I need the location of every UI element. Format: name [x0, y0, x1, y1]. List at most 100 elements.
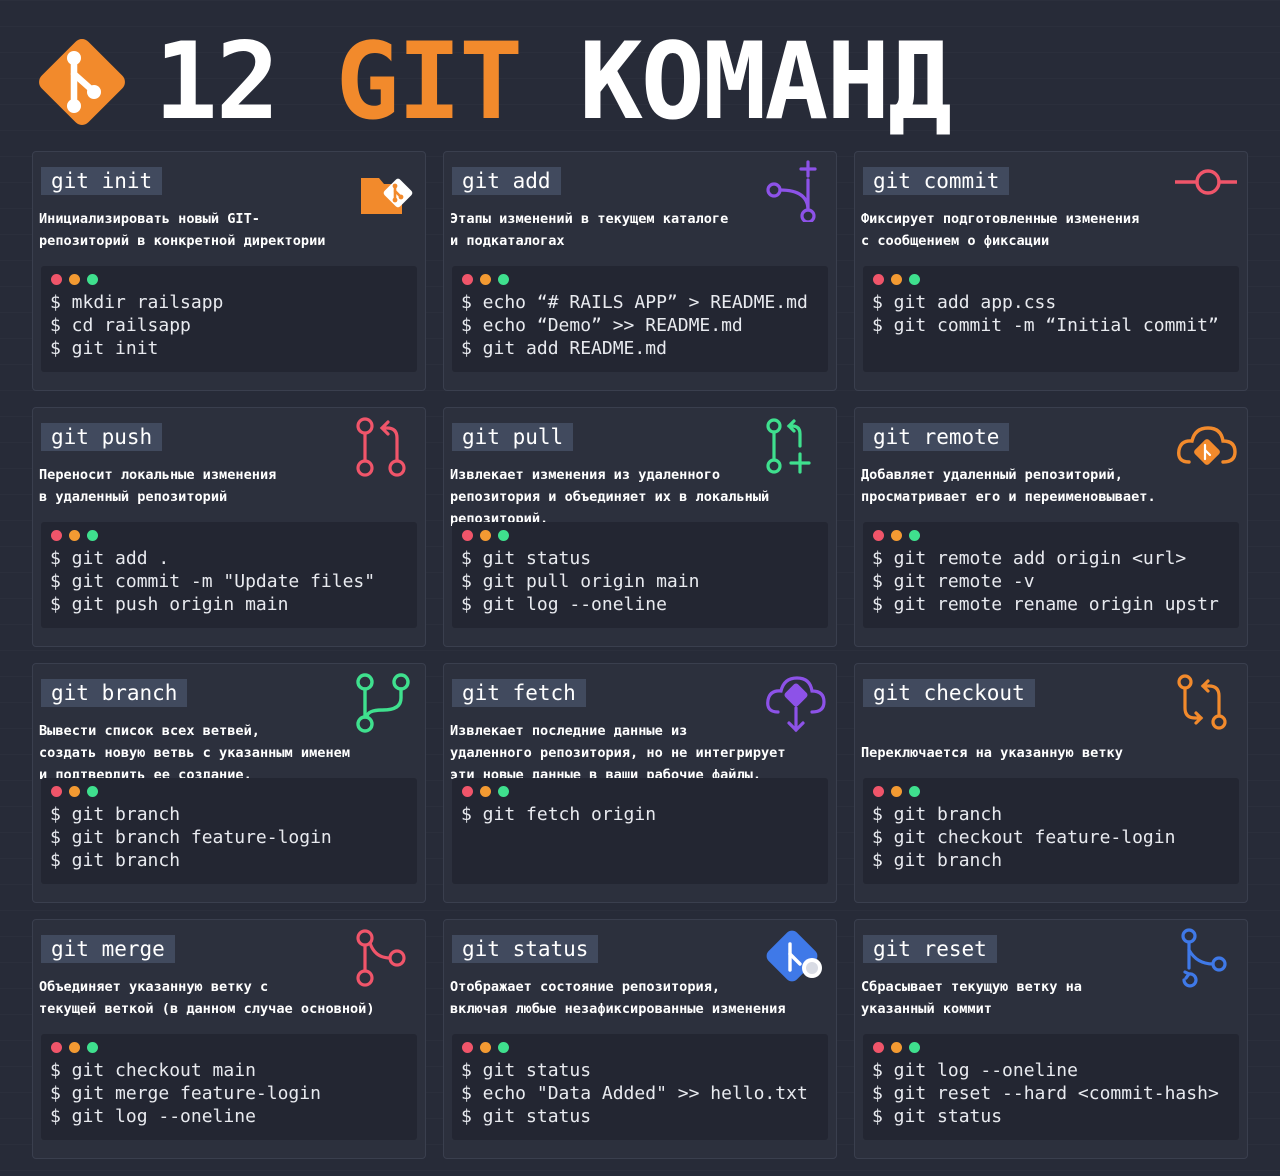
window-controls — [873, 274, 920, 286]
maximize-dot-icon — [498, 274, 509, 285]
command-label: git init — [41, 167, 163, 195]
command-label: git push — [41, 423, 163, 451]
maximize-dot-icon — [498, 530, 509, 541]
terminal-line: $ echo “# RAILS APP” > README.md — [461, 292, 808, 313]
terminal-line: $ git branch — [50, 804, 181, 825]
window-controls — [51, 530, 98, 542]
maximize-dot-icon — [909, 530, 920, 541]
close-dot-icon — [462, 786, 473, 797]
description-line: репозиторий в конкретной директории — [39, 233, 326, 249]
minimize-dot-icon — [69, 274, 80, 285]
terminal-line: $ git checkout main — [50, 1060, 256, 1081]
terminal-line: $ git branch — [872, 850, 1003, 871]
command-description: Добавляет удаленный репозиторий,просматр… — [861, 464, 1241, 508]
commit-icon — [1175, 160, 1237, 222]
terminal-window: $ git fetch origin — [452, 778, 828, 884]
terminal-line: $ git push origin main — [50, 594, 289, 615]
terminal-window: $ git log --oneline$ git reset --hard <c… — [863, 1034, 1239, 1140]
terminal-line: $ git log --oneline — [461, 594, 667, 615]
terminal-window: $ git status$ echo "Data Added" >> hello… — [452, 1034, 828, 1140]
description-line: Извлекает последние данные из — [450, 723, 688, 739]
minimize-dot-icon — [891, 530, 902, 541]
command-label: git status — [452, 935, 599, 963]
minimize-dot-icon — [891, 274, 902, 285]
terminal-line: $ git add README.md — [461, 338, 667, 359]
close-dot-icon — [462, 1042, 473, 1053]
description-line: с сообщением о фиксации — [861, 233, 1050, 249]
minimize-dot-icon — [891, 786, 902, 797]
minimize-dot-icon — [480, 530, 491, 541]
window-controls — [873, 1042, 920, 1054]
description-line: Этапы изменений в текущем каталоге — [450, 211, 729, 227]
title-git: GIT — [335, 20, 523, 143]
title-word: КОМАНД — [579, 20, 952, 143]
command-description: Извлекает изменения из удаленного репозит… — [450, 464, 830, 530]
description-line: Объединяет указанную ветку с — [39, 979, 269, 995]
minimize-dot-icon — [480, 274, 491, 285]
description-line: Переключается на указанную ветку — [861, 745, 1123, 761]
command-card-git-status: git status Отображает состояние репозито… — [443, 919, 837, 1159]
command-label: git pull — [452, 423, 574, 451]
terminal-lines: $ git add .$ git commit -m "Update files… — [50, 547, 413, 616]
minimize-dot-icon — [69, 786, 80, 797]
terminal-lines: $ echo “# RAILS APP” > README.md$ echo “… — [461, 291, 824, 360]
pull-request-icon — [353, 416, 415, 478]
terminal-line: $ git merge feature-login — [50, 1083, 321, 1104]
terminal-line: $ git branch — [50, 850, 181, 871]
git-status-icon — [764, 928, 826, 990]
maximize-dot-icon — [498, 786, 509, 797]
terminal-window: $ git checkout main$ git merge feature-l… — [41, 1034, 417, 1140]
window-controls — [462, 1042, 509, 1054]
close-dot-icon — [462, 530, 473, 541]
minimize-dot-icon — [891, 1042, 902, 1053]
terminal-window: $ echo “# RAILS APP” > README.md$ echo “… — [452, 266, 828, 372]
description-line: Добавляет удаленный репозиторий, — [861, 467, 1123, 483]
terminal-line: $ git remote rename origin upstr — [872, 594, 1219, 615]
title-number: 12 — [154, 20, 280, 143]
terminal-line: $ git add . — [50, 548, 170, 569]
terminal-line: $ git status — [461, 1060, 592, 1081]
minimize-dot-icon — [480, 1042, 491, 1053]
reset-icon — [1175, 928, 1237, 990]
window-controls — [462, 274, 509, 286]
command-label: git add — [452, 167, 561, 195]
command-card-git-push: git push Переносит локальные изменения в … — [32, 407, 426, 647]
terminal-line: $ git branch feature-login — [50, 827, 332, 848]
terminal-line: $ git status — [872, 1106, 1003, 1127]
terminal-line: $ git branch — [872, 804, 1003, 825]
terminal-lines: $ git status$ git pull origin main$ git … — [461, 547, 824, 616]
terminal-line: $ git commit -m "Update files" — [50, 571, 376, 592]
terminal-lines: $ git remote add origin <url>$ git remot… — [872, 547, 1235, 616]
command-label: git checkout — [863, 679, 1035, 707]
close-dot-icon — [873, 786, 884, 797]
cloud-git-icon — [1175, 416, 1237, 478]
description-line: в удаленный репозиторий — [39, 489, 228, 505]
description-line: Переносит локальные изменения — [39, 467, 277, 483]
close-dot-icon — [873, 1042, 884, 1053]
terminal-line: $ git status — [461, 548, 592, 569]
terminal-window: $ git branch$ git checkout feature-login… — [863, 778, 1239, 884]
command-description: Переносит локальные изменения в удаленный… — [39, 464, 419, 508]
minimize-dot-icon — [480, 786, 491, 797]
terminal-line: $ git init — [50, 338, 159, 359]
maximize-dot-icon — [909, 786, 920, 797]
branch-icon — [353, 672, 415, 734]
pull-request-add-icon — [764, 416, 826, 478]
command-description: Отображает состояние репозитория,включая… — [450, 976, 830, 1020]
description-line: репозитория и объединяет их в локальный — [450, 489, 770, 505]
command-label: git reset — [863, 935, 997, 963]
description-line: Вывести список всех ветвей, — [39, 723, 260, 739]
description-line: Отображает состояние репозитория, — [450, 979, 721, 995]
command-card-git-init: git init Инициализировать новый GIT-репо… — [32, 151, 426, 391]
terminal-line: $ git status — [461, 1106, 592, 1127]
maximize-dot-icon — [498, 1042, 509, 1053]
description-line: Извлекает изменения из удаленного — [450, 467, 721, 483]
